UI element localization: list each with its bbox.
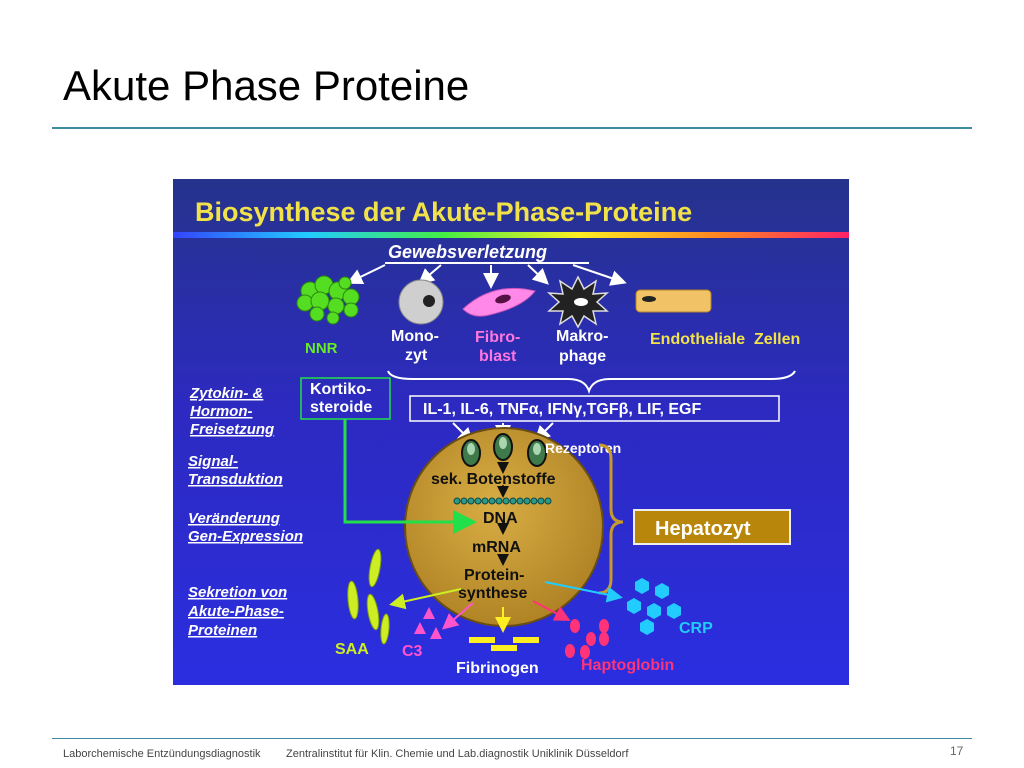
haptoglobin-arrow (532, 600, 571, 621)
diagram-heading: Biosynthese der Akute-Phase-Proteine (195, 197, 692, 227)
step-zytokin-label: Zytokin- & Hormon- Freisetzung (189, 385, 274, 438)
haptoglobin-protein-icon (565, 619, 609, 659)
kortikosteroide-label-2: steroide (310, 399, 372, 416)
cytokine-label: IL-1, IL-6, TNFα, IFNγ,TGFβ, LIF, EGF (423, 401, 701, 418)
kortikosteroide-label-1: Kortiko- (310, 381, 371, 398)
footer-left: Laborchemische Entzündungsdiagnostik (63, 748, 261, 760)
trigger-label: Gewebsverletzung (388, 242, 547, 262)
makrophage-label-2: phage (559, 348, 606, 365)
svg-text:Veränderung: Veränderung (188, 510, 280, 527)
hepatozyt-label: Hepatozyt (655, 518, 751, 540)
monozyt-label-2: zyt (405, 347, 428, 364)
cytokine-box (409, 395, 780, 422)
c3-label: C3 (402, 643, 423, 660)
fibrinogen-label: Fibrinogen (456, 660, 539, 677)
crp-protein-icon (627, 578, 681, 635)
fibroblast-label-1: Fibro- (475, 329, 520, 346)
monozyt-label-1: Mono- (391, 328, 439, 345)
title-divider (52, 127, 972, 129)
makrophage-label-1: Makro- (556, 328, 608, 345)
step-gen-label: Veränderung Gen-Expression (188, 510, 303, 545)
footer-center: Zentralinstitut für Klin. Chemie und Lab… (286, 748, 629, 760)
haptoglobin-label: Haptoglobin (581, 657, 674, 674)
step-signal-label: Signal- Transduktion (188, 453, 283, 488)
botenstoffe-label: sek. Botenstoffe (431, 471, 556, 488)
svg-text:Zytokin- &: Zytokin- & (189, 385, 263, 402)
rainbow-bar (173, 232, 849, 238)
makrophage-cell-icon (546, 275, 610, 329)
receptor-icons (461, 433, 547, 467)
svg-text:Signal-: Signal- (188, 453, 238, 470)
crp-arrow (544, 581, 623, 603)
c3-arrow (441, 602, 474, 630)
protein-label-1: Protein- (464, 567, 524, 584)
svg-text:Sekretion von: Sekretion von (188, 584, 287, 601)
fibroblast-cell-icon (462, 287, 536, 317)
dna-strand-icon (453, 497, 552, 505)
mrna-label: mRNA (472, 539, 521, 556)
svg-text:Proteinen: Proteinen (188, 622, 257, 639)
svg-text:Gen-Expression: Gen-Expression (188, 528, 303, 545)
slide-title: Akute Phase Proteine (63, 62, 470, 109)
svg-text:Akute-Phase-: Akute-Phase- (187, 603, 284, 620)
hepatocyte-bracket (598, 443, 624, 595)
trigger-arrows (346, 264, 627, 289)
endothel-label: Endotheliale Zellen (650, 331, 800, 348)
hepatozyt-box (633, 509, 791, 545)
nnr-label: NNR (305, 340, 338, 357)
crp-label: CRP (679, 620, 713, 637)
nnr-cell-icon (296, 275, 360, 325)
svg-text:Transduktion: Transduktion (188, 471, 283, 488)
saa-arrow (389, 588, 462, 610)
page-number: 17 (950, 744, 964, 758)
monozyt-cell-icon (398, 279, 444, 325)
biosynthesis-figure: Biosynthese der Akute-Phase-Proteine Gew… (173, 179, 849, 685)
c3-protein-icon (414, 607, 442, 639)
cells-brace (387, 370, 796, 395)
fibroblast-label-2: blast (479, 348, 517, 365)
fibrinogen-protein-icon (469, 637, 539, 651)
footer-divider (52, 738, 972, 739)
step-sekretion-label: Sekretion von Akute-Phase- Proteinen (187, 584, 287, 639)
svg-text:Hormon-: Hormon- (190, 403, 253, 420)
endothel-cell-icon (635, 289, 712, 313)
saa-protein-icon (347, 548, 390, 645)
biosynthesis-diagram: Biosynthese der Akute-Phase-Proteine Gew… (173, 197, 849, 677)
kortiko-arrow (343, 419, 477, 534)
dna-label: DNA (483, 510, 518, 527)
protein-label-2: synthese (458, 585, 527, 602)
svg-text:Freisetzung: Freisetzung (190, 421, 274, 438)
saa-label: SAA (335, 641, 369, 658)
